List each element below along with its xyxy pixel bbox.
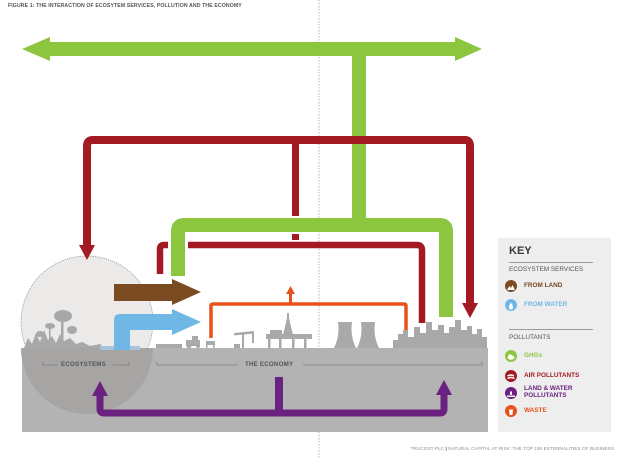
key-divider: [509, 262, 593, 263]
economy-label: THE ECONOMY: [245, 361, 294, 368]
legend-label: FROM WATER: [524, 300, 568, 308]
bin-icon: [505, 405, 517, 417]
legend-item-from-water: FROM WATER: [505, 298, 567, 312]
legend-label: FROM LAND: [524, 281, 563, 289]
legend-item-air-pollutants: AIR POLLUTANTS: [505, 369, 579, 383]
city-skyline-icon: [393, 320, 487, 348]
legend-label: GHGs: [524, 351, 543, 359]
oil-pump-icon: [233, 330, 255, 348]
wind-icon: [505, 370, 517, 382]
air-pollutants-inner-flow: [156, 241, 426, 323]
farmland-icon: [156, 344, 182, 348]
legend-item-land-water-pollutants: LAND & WATER POLLUTANTS: [505, 386, 586, 400]
ecosystem-services-heading: ECOSYSTEM SERVICES: [509, 266, 584, 273]
ghg-global-arrow: [22, 37, 482, 61]
mountain-icon: [505, 280, 517, 292]
legend-item-ghgs: GHGs: [505, 349, 542, 363]
legend-item-waste: WASTE: [505, 404, 547, 418]
key-title: KEY: [509, 245, 532, 257]
land-water-icon: [505, 387, 517, 399]
ecosystems-label: ECOSYSTEMS: [61, 361, 106, 368]
legend-label: AIR POLLUTANTS: [524, 371, 580, 379]
legend-item-from-land: FROM LAND: [505, 279, 562, 293]
footer-separator: |: [445, 446, 447, 451]
tractor-icon: [186, 336, 200, 349]
legend-label: LAND & WATER POLLUTANTS: [524, 385, 573, 399]
oil-rig-icon: [266, 313, 312, 348]
forest-silhouette-icon: [24, 310, 104, 348]
figure-title: FIGURE 1: THE INTERACTION OF ECOSYTEM SE…: [8, 3, 242, 9]
ecosystems-bracket: [42, 362, 130, 366]
cow-icon: [206, 341, 215, 348]
ghg-economy-flow: [171, 218, 453, 317]
pollutants-heading: POLLUTANTS: [509, 334, 551, 341]
legend-key: KEY ECOSYSTEM SERVICES FROM LAND FROM WA…: [498, 238, 611, 432]
cloud-icon: [505, 350, 517, 362]
air-pollutants-outer-flow: [79, 136, 478, 318]
footer-org: TRUCOST PLC: [410, 446, 445, 451]
key-divider: [509, 329, 593, 330]
water-drop-icon: [505, 299, 517, 311]
economy-silhouettes: [156, 313, 487, 349]
footer: TRUCOST PLC | NATURAL CAPITAL AT RISK: T…: [411, 446, 614, 451]
economy-bracket: [156, 362, 483, 366]
legend-label: WASTE: [524, 406, 547, 414]
from-water-arrow: [114, 309, 201, 350]
land-water-pollutants-flow: [92, 377, 452, 417]
from-land-arrow: [114, 279, 201, 305]
cooling-towers-icon: [334, 322, 379, 348]
footer-text: NATURAL CAPITAL AT RISK: THE TOP 100 EXT…: [448, 446, 614, 451]
waste-flow: [209, 286, 408, 338]
